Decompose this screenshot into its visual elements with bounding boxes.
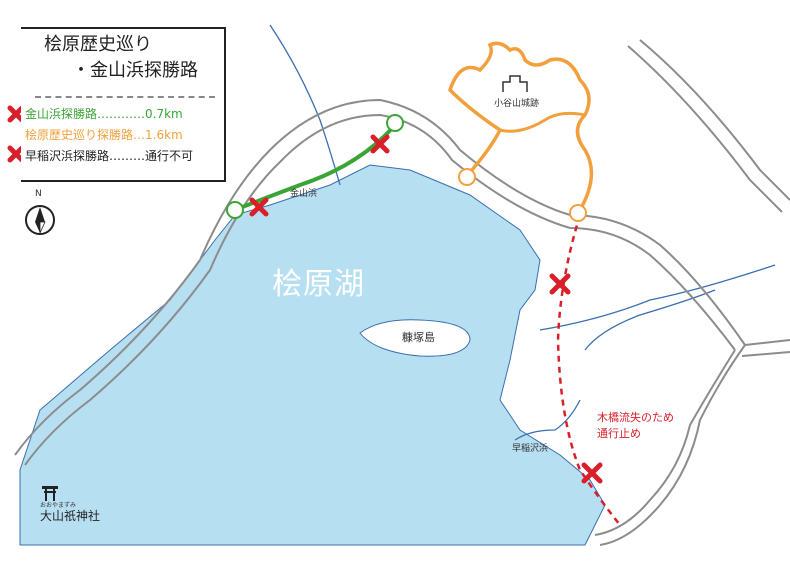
castle-icon (502, 75, 528, 92)
legend-x-1 (7, 105, 25, 123)
torii-icon (42, 486, 58, 501)
legend-subtitle: ・金山浜探勝路 (72, 60, 198, 81)
closed-x-icon (7, 105, 603, 484)
green-node-1 (226, 201, 244, 219)
green-node-2 (386, 114, 404, 132)
legend-route-rekishi: 桧原歴史巡り探勝路…1.6km (25, 128, 183, 142)
orange-route-spur (499, 111, 586, 133)
lake-shape (19, 164, 606, 546)
kanayamahama-label: 金山浜 (290, 189, 318, 199)
orange-route (447, 41, 594, 211)
compass-label: N (35, 189, 42, 199)
closed-x-red-1 (549, 273, 571, 295)
river-3 (584, 289, 716, 351)
closure-note-line1: 木橋流失のため (597, 411, 674, 424)
lake-label: 桧原湖 (272, 267, 365, 302)
road-right-branch2 (741, 351, 790, 357)
wasezawahama-label: 早稲沢浜 (512, 444, 549, 454)
closure-note-line2: 通行止め (597, 427, 641, 440)
road-outer-north (14, 98, 746, 456)
river-1 (269, 24, 341, 186)
road-inner-north (24, 113, 736, 466)
closed-x-green-1 (249, 197, 269, 217)
shrine-ruby: おおやまずみ (40, 502, 77, 509)
closed-route (556, 214, 621, 526)
compass-icon (25, 205, 55, 235)
legend-box (21, 27, 226, 182)
river-4 (514, 399, 581, 441)
legend-divider (35, 96, 215, 98)
legend-title: 桧原歴史巡り (44, 34, 152, 55)
closed-x-red-2 (581, 462, 603, 484)
orange-node-2 (569, 204, 587, 222)
road-north-branch (639, 39, 790, 201)
orange-node-1 (458, 168, 476, 186)
road-east-inner (594, 349, 736, 536)
legend-x-3 (7, 145, 25, 163)
road-east (599, 344, 746, 546)
shrine-label: 大山祇神社 (40, 509, 101, 523)
castle-label: 小谷山城跡 (494, 99, 540, 109)
road-right-branch (744, 339, 790, 346)
road-north-branch2 (627, 45, 783, 213)
legend-route-wasezawahama: 早稲沢浜探勝路………通行不可 (25, 149, 194, 163)
river-2 (539, 264, 776, 331)
closed-x-green-2 (370, 134, 390, 154)
legend-route-kanayamahama: 金山浜探勝路…………0.7km (25, 107, 183, 121)
island-shape (359, 319, 471, 357)
island-label: 糠塚島 (402, 331, 435, 344)
